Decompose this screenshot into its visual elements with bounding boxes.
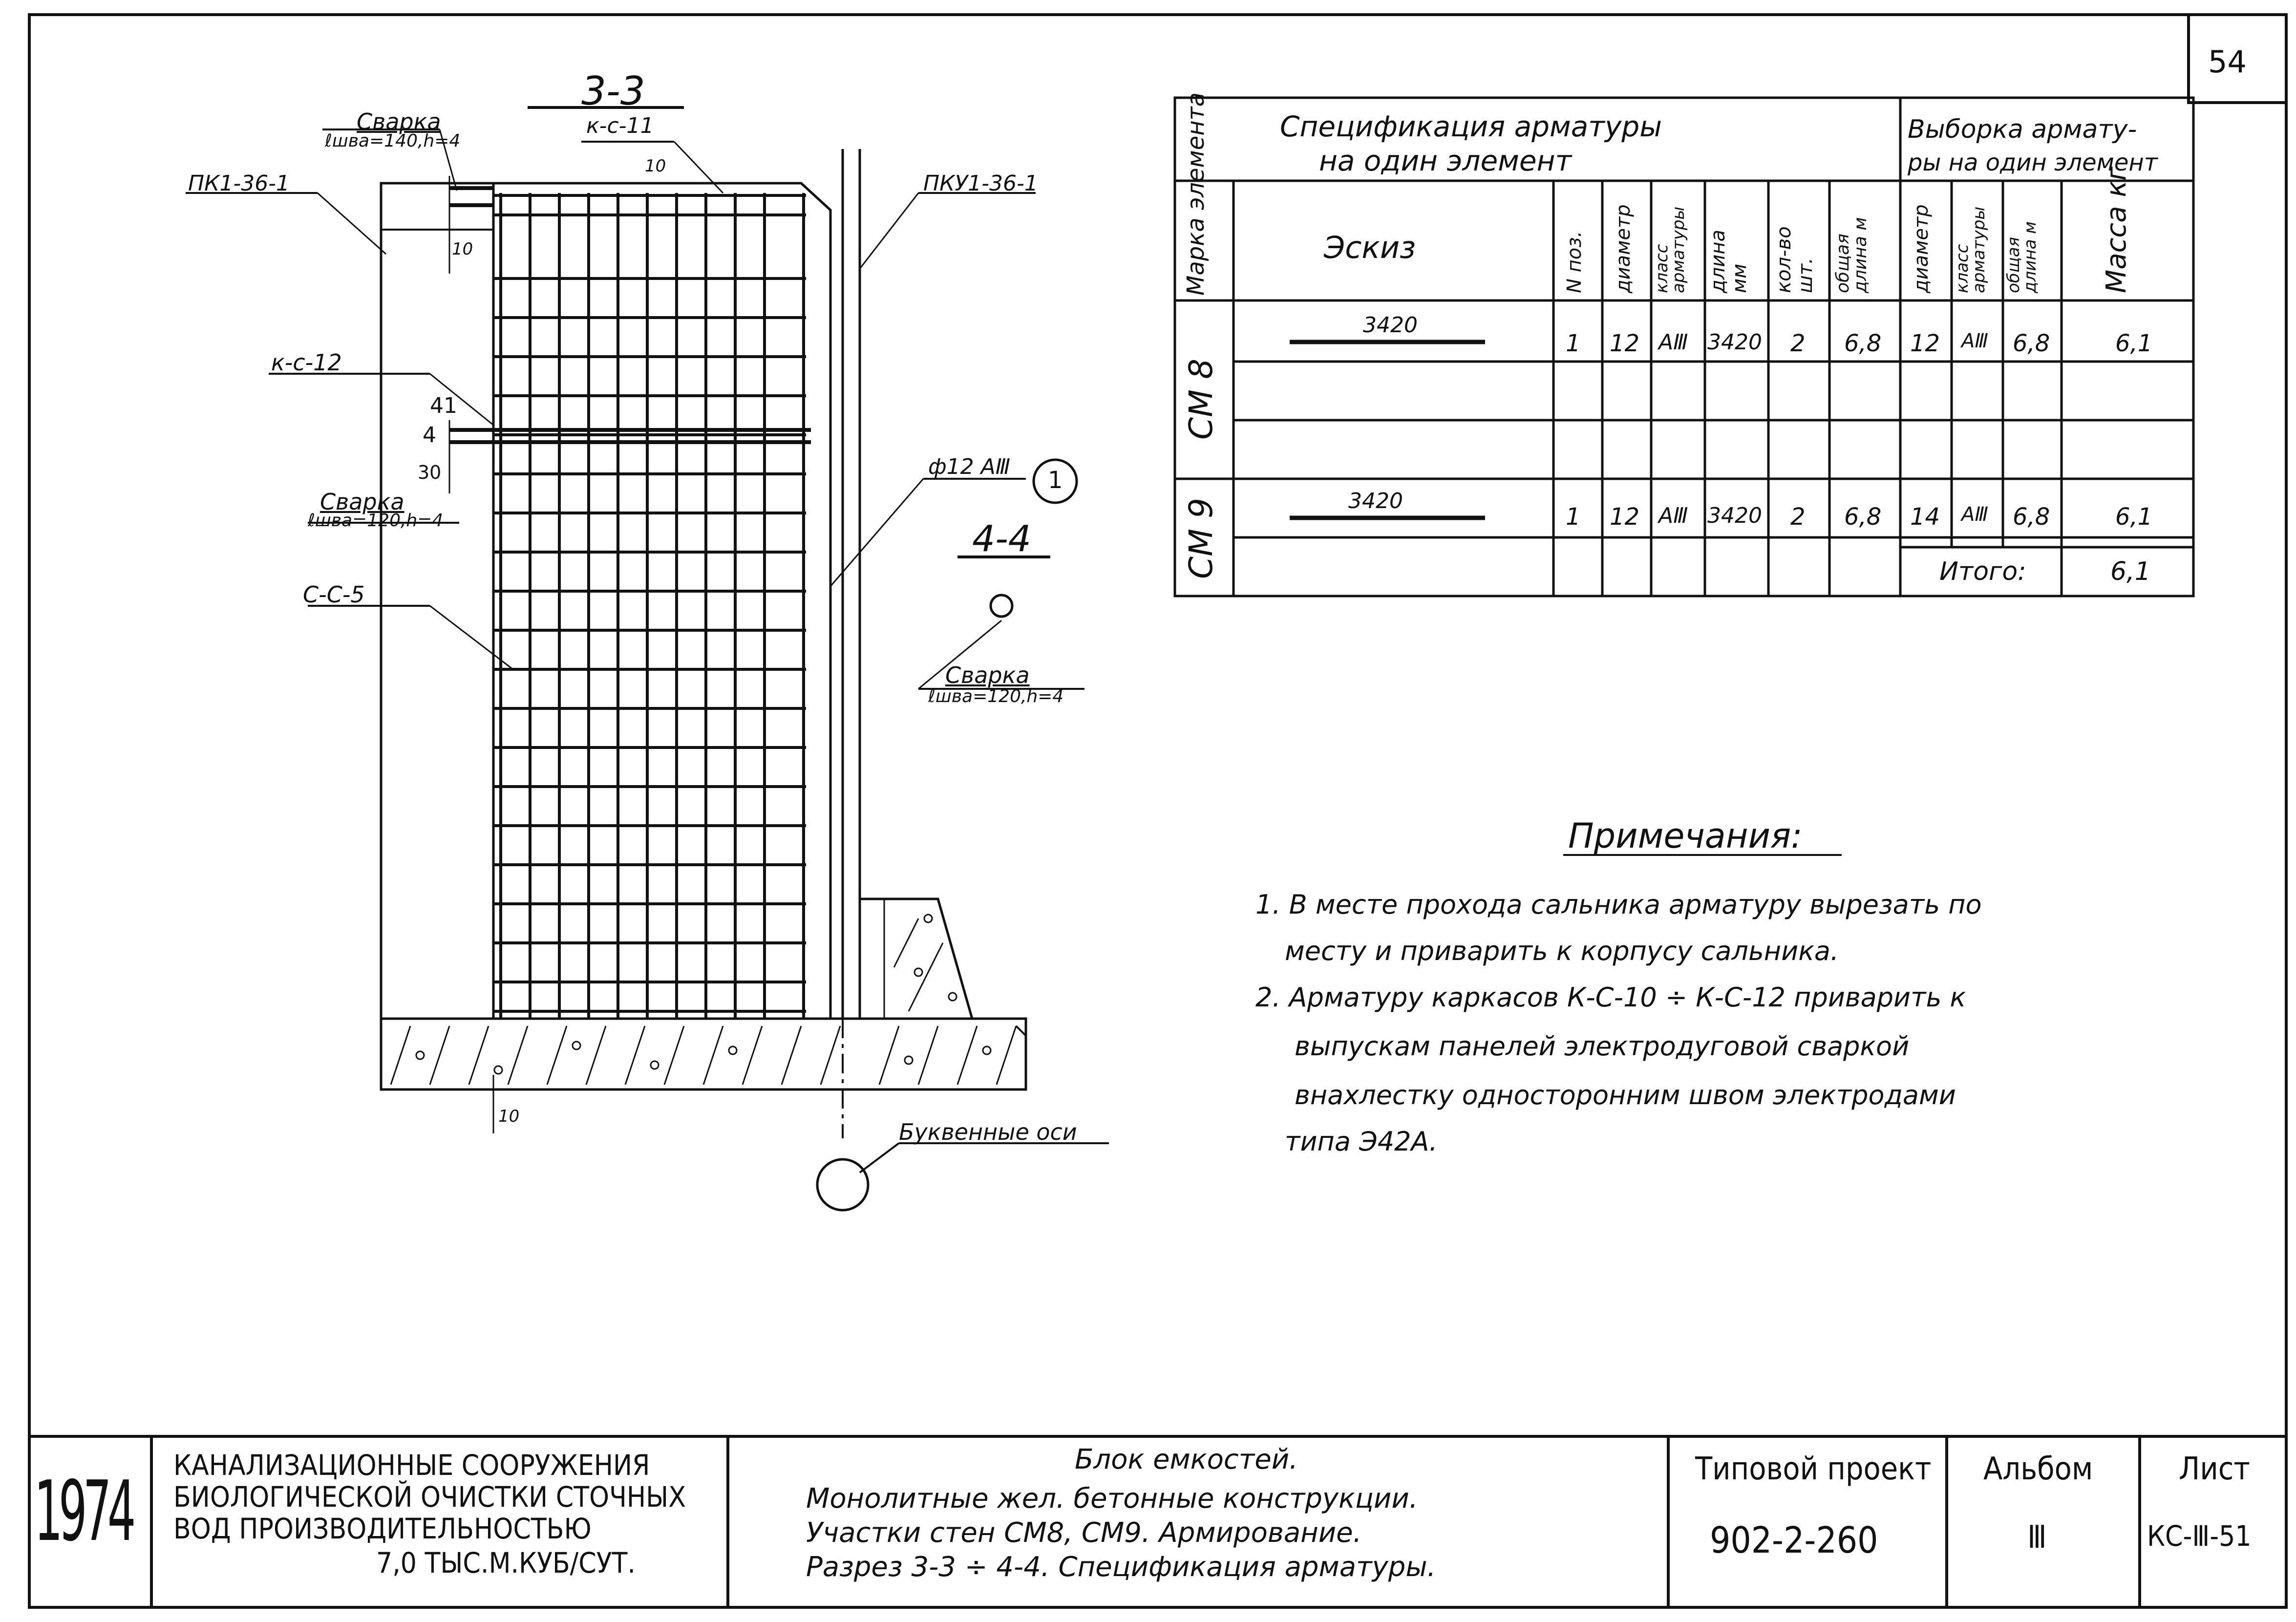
row-cm8-class: АⅢ: [1658, 330, 1688, 355]
spec-header-line1: Спецификация арматуры: [1280, 110, 1662, 143]
row-cm8-total2: 6,8: [2013, 330, 2050, 357]
row-cm9-diam2: 14: [1910, 503, 1940, 531]
note-1-line2: месту и приварить к корпусу сальника.: [1285, 936, 1839, 966]
select-header-line2: ры на один элемент: [1908, 149, 2158, 176]
project-number: 902-2-260: [1710, 1519, 1878, 1561]
total-value: 6,1: [2110, 557, 2151, 586]
col-pos-header: N поз.: [1563, 231, 1586, 293]
row-cm9-diam: 12: [1610, 503, 1640, 531]
dim-10-bottom: 10: [498, 1107, 520, 1126]
letter-axes-label: Буквенные оси: [899, 1119, 1077, 1145]
foundation-slab: [380, 1017, 1027, 1091]
note-2-line1: 2. Арматуру каркасов К-С-10 ÷ К-С-12 при…: [1255, 982, 1966, 1013]
org-line3: ВОД ПРОИЗВОДИТЕЛЬНОСТЬЮ: [173, 1512, 592, 1545]
panel-right-label: ПКУ1-36-1: [923, 171, 1038, 196]
col-class-header: класс арматуры: [1652, 206, 1688, 293]
title-year: 1974: [34, 1463, 136, 1560]
row-cm9-total2: 6,8: [2013, 503, 2050, 531]
corner-sheet-number: 54: [2208, 44, 2247, 80]
col-mass-header: Масса кг: [2101, 166, 2132, 293]
weld-top-params: ℓшва=140,h=4: [325, 131, 461, 151]
rebar-position-bubble: [1032, 458, 1078, 504]
note-1-line1: 1. В месте прохода сальника арматуру выр…: [1255, 889, 1982, 920]
note-2-line3: внахлестку односторонним швом электродам…: [1295, 1080, 1956, 1110]
row-cm8-pos: 1: [1566, 330, 1581, 357]
col-diam2-header: диаметр: [1910, 204, 1933, 293]
col-total-len-header: общая длина м: [1833, 217, 1871, 294]
weld-right-params: ℓшва=120,h=4: [928, 686, 1064, 706]
row-cm8-sketch-length: 3420: [1363, 313, 1418, 338]
row-cm8-len: 3420: [1707, 330, 1762, 355]
axis-bubble: [816, 1158, 870, 1212]
row-cm8-diam: 12: [1610, 330, 1640, 357]
note-2-line4: типа Э42А.: [1285, 1126, 1438, 1157]
album-number: Ⅲ: [2027, 1519, 2047, 1556]
org-line1: КАНАЛИЗАЦИОННЫЕ СООРУЖЕНИЯ: [173, 1449, 650, 1482]
row-cm9-qty: 2: [1790, 503, 1806, 531]
spec-table-grid: [1173, 96, 2195, 598]
org-line4: 7,0 ТЫС.М.КУБ/СУТ.: [376, 1546, 636, 1579]
desc-line3: Участки стен СМ8, СМ9. Армирование.: [806, 1517, 1362, 1549]
panel-left-label: ПК1-36-1: [188, 171, 290, 196]
frame-kc12-label: к-с-12: [271, 349, 342, 376]
dim-10-left: 10: [452, 239, 473, 259]
project-label: Типовой проект: [1695, 1451, 1932, 1487]
row-cm9-pos: 1: [1566, 503, 1581, 531]
row-cm8-mark: СМ 8: [1182, 359, 1220, 440]
album-label: Альбом: [1983, 1451, 2093, 1487]
select-header-line1: Выборка армату-: [1908, 115, 2137, 144]
col-sketch-header: Эскиз: [1324, 230, 1416, 265]
desc-line1: Блок емкостей.: [1075, 1444, 1298, 1475]
sheet-label: Лист: [2179, 1451, 2250, 1487]
mesh-cc5-label: С-С-5: [303, 581, 365, 608]
section-33-title: 3-3: [581, 68, 645, 114]
desc-line4: Разрез 3-3 ÷ 4-4. Спецификация арматуры.: [806, 1551, 1436, 1583]
weld-right-title: Сварка: [945, 662, 1030, 688]
col-mark-header: Марка элемента: [1182, 92, 1210, 296]
dim-4: 4: [423, 423, 436, 448]
row-cm9-class2: АⅢ: [1961, 503, 1988, 526]
title-block-grid: [29, 1435, 2286, 1607]
section-44-title: 4-4: [972, 518, 1031, 560]
desc-line2: Монолитные жел. бетонные конструкции.: [806, 1483, 1418, 1515]
total-label: Итого:: [1939, 557, 2026, 586]
sheet-frame: [28, 13, 2288, 1609]
row-cm8-mass: 6,1: [2115, 330, 2153, 357]
col-diam-header: диаметр: [1612, 204, 1635, 293]
notes-title: Примечания:: [1568, 816, 1803, 856]
rebar-position-number: 1: [1048, 467, 1063, 494]
col-len-header: длина мм: [1707, 230, 1751, 293]
org-line2: БИОЛОГИЧЕСКОЙ ОЧИСТКИ СТОЧНЫХ: [173, 1480, 686, 1514]
corner-box: [2187, 15, 2286, 104]
row-cm9-len: 3420: [1707, 503, 1762, 528]
weld-mid-params: ℓшва=120,h=4: [308, 511, 444, 531]
dim-41: 41: [430, 393, 457, 418]
rebar-label: ф12 АⅢ: [928, 454, 1011, 479]
spec-header-line2: на один элемент: [1319, 144, 1572, 177]
col-total-len2-header: общая длина м: [2004, 221, 2040, 293]
row-cm8-total: 6,8: [1844, 330, 1882, 357]
row-cm9-mass: 6,1: [2115, 503, 2153, 531]
row-cm9-mark: СМ 9: [1182, 498, 1220, 579]
dim-10-top: 10: [645, 156, 666, 176]
row-cm8-qty: 2: [1790, 330, 1806, 357]
row-cm8-diam2: 12: [1910, 330, 1940, 357]
rebar-mesh: [493, 193, 806, 1019]
row-cm9-sketch-length: 3420: [1348, 489, 1403, 513]
col-class2-header: класс арматуры: [1953, 206, 1989, 293]
row-cm8-class2: АⅢ: [1961, 330, 1988, 352]
sheet-number: КС-Ⅲ-51: [2147, 1519, 2252, 1553]
panel-left: [380, 182, 495, 1020]
row-cm9-total: 6,8: [1844, 503, 1882, 531]
dim-30: 30: [418, 462, 442, 483]
col-qty-header: кол-во шт.: [1773, 226, 1817, 293]
note-2-line2: выпускам панелей электродуговой сваркой: [1295, 1031, 1910, 1062]
weld-top-title: Сварка: [357, 108, 441, 135]
frame-kc11-label: к-с-11: [586, 113, 654, 138]
haunch: [860, 897, 974, 1020]
weld-mid-title: Сварка: [320, 489, 404, 515]
row-cm9-class: АⅢ: [1658, 503, 1688, 528]
